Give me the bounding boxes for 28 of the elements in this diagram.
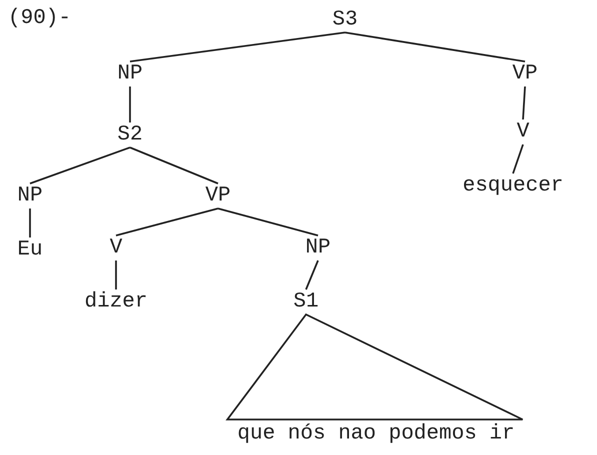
tree-branch xyxy=(305,260,319,290)
tree-branch xyxy=(30,146,130,184)
example-number: (90)- xyxy=(8,8,72,29)
tree-node-label: V xyxy=(110,236,122,260)
tree-node-label: S1 xyxy=(293,290,319,314)
tree-node-label: NP xyxy=(17,184,43,208)
tree-branch xyxy=(130,146,218,184)
tree-node-label: NP xyxy=(305,236,331,260)
tree-branch xyxy=(512,144,524,174)
tree-branch xyxy=(29,208,31,238)
tree-node-label: V xyxy=(516,120,530,144)
tree-branch xyxy=(218,208,318,236)
tree-branch xyxy=(344,32,526,62)
tree-node-label: S3 xyxy=(332,8,358,32)
tree-branch xyxy=(129,86,131,122)
tree-branch xyxy=(115,260,117,290)
tree-node-label: dizer xyxy=(84,290,148,314)
triangle-branch xyxy=(226,313,524,420)
tree-node-label: S2 xyxy=(117,124,143,146)
tree-branch xyxy=(522,86,526,120)
tree-node-label: NP xyxy=(117,62,143,86)
tree-branch xyxy=(130,32,346,62)
tree-node-label: VP xyxy=(205,184,231,208)
tree-node-label: que nós nao podemos ir xyxy=(237,422,515,446)
tree-node-label: esquecer xyxy=(462,174,564,198)
tree-branch xyxy=(116,208,218,236)
tree-node-label: VP xyxy=(512,62,538,86)
tree-node-label: Eu xyxy=(17,238,43,262)
